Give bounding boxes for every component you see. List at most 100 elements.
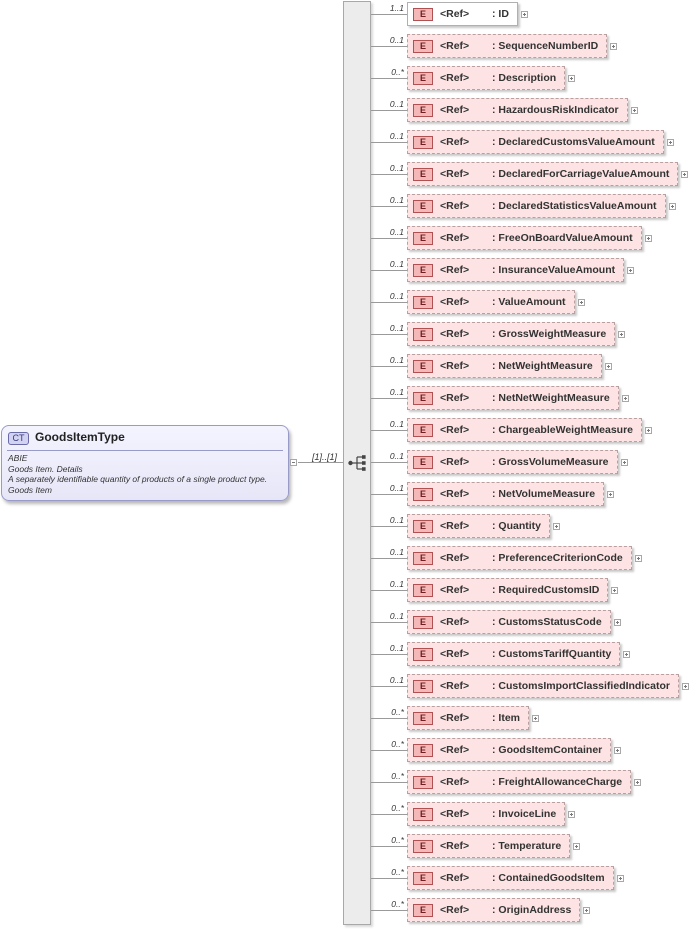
- element-badge: E: [413, 776, 433, 789]
- element-row[interactable]: E<Ref>: NetVolumeMeasure: [407, 482, 604, 506]
- expand-icon[interactable]: [645, 427, 652, 434]
- expand-icon[interactable]: [610, 43, 617, 50]
- element-badge: E: [413, 904, 433, 917]
- expand-icon[interactable]: [521, 11, 528, 18]
- element-ref-label: <Ref>: [440, 808, 470, 820]
- expand-icon[interactable]: [568, 75, 575, 82]
- element-badge: E: [413, 392, 433, 405]
- element-ref-label: <Ref>: [440, 136, 470, 148]
- row-connector-line: [371, 622, 407, 623]
- element-ref-label: <Ref>: [440, 584, 470, 596]
- element-row[interactable]: E<Ref>: DeclaredStatisticsValueAmount: [407, 194, 666, 218]
- row-connector-line: [371, 142, 407, 143]
- element-occurrence: 0..1: [389, 387, 404, 397]
- element-name: : RequiredCustomsID: [492, 584, 600, 596]
- expand-icon[interactable]: [578, 299, 585, 306]
- expand-icon[interactable]: [583, 907, 590, 914]
- element-ref-label: <Ref>: [440, 488, 470, 500]
- expand-icon[interactable]: [635, 555, 642, 562]
- element-occurrence: 0..1: [389, 195, 404, 205]
- expand-icon[interactable]: [634, 779, 641, 786]
- element-row[interactable]: E<Ref>: ValueAmount: [407, 290, 575, 314]
- expand-icon[interactable]: [631, 107, 638, 114]
- element-row[interactable]: E<Ref>: CustomsTariffQuantity: [407, 642, 620, 666]
- element-row[interactable]: E<Ref>: ID: [407, 2, 518, 26]
- element-row[interactable]: E<Ref>: PreferenceCriterionCode: [407, 546, 632, 570]
- row-connector-line: [371, 110, 407, 111]
- complex-type-box[interactable]: CT GoodsItemType ABIE Goods Item. Detail…: [1, 425, 289, 501]
- element-ref-label: <Ref>: [440, 680, 470, 692]
- row-connector-line: [371, 558, 407, 559]
- element-row[interactable]: E<Ref>: DeclaredCustomsValueAmount: [407, 130, 664, 154]
- element-name: : SequenceNumberID: [492, 40, 599, 52]
- element-row[interactable]: E<Ref>: SequenceNumberID: [407, 34, 607, 58]
- expand-icon[interactable]: [618, 331, 625, 338]
- expand-icon[interactable]: [532, 715, 539, 722]
- expand-icon[interactable]: [611, 587, 618, 594]
- expand-icon[interactable]: [627, 267, 634, 274]
- element-name: : PreferenceCriterionCode: [492, 552, 623, 564]
- expand-icon[interactable]: [621, 459, 628, 466]
- element-row[interactable]: E<Ref>: ChargeableWeightMeasure: [407, 418, 642, 442]
- expand-icon[interactable]: [669, 203, 676, 210]
- expand-icon[interactable]: [573, 843, 580, 850]
- element-row[interactable]: E<Ref>: FreeOnBoardValueAmount: [407, 226, 642, 250]
- row-connector-line: [371, 78, 407, 79]
- element-row[interactable]: E<Ref>: CustomsStatusCode: [407, 610, 611, 634]
- element-ref-label: <Ref>: [440, 328, 470, 340]
- element-ref-label: <Ref>: [440, 264, 470, 276]
- doc-line: Goods Item: [8, 484, 52, 495]
- element-ref-label: <Ref>: [440, 776, 470, 788]
- expand-icon[interactable]: [568, 811, 575, 818]
- element-row[interactable]: E<Ref>: FreightAllowanceCharge: [407, 770, 631, 794]
- element-row[interactable]: E<Ref>: CustomsImportClassifiedIndicator: [407, 674, 679, 698]
- element-badge: E: [413, 520, 433, 533]
- element-badge: E: [413, 808, 433, 821]
- element-name: : CustomsImportClassifiedIndicator: [492, 680, 670, 692]
- element-row[interactable]: E<Ref>: Item: [407, 706, 529, 730]
- element-row[interactable]: E<Ref>: OriginAddress: [407, 898, 580, 922]
- element-row[interactable]: E<Ref>: Temperature: [407, 834, 570, 858]
- element-occurrence: 0..1: [389, 451, 404, 461]
- element-row[interactable]: E<Ref>: GrossWeightMeasure: [407, 322, 615, 346]
- element-row[interactable]: E<Ref>: NetWeightMeasure: [407, 354, 602, 378]
- element-badge: E: [413, 8, 433, 21]
- element-occurrence: 0..1: [389, 419, 404, 429]
- expand-icon[interactable]: [681, 171, 688, 178]
- expand-icon[interactable]: [614, 619, 621, 626]
- element-row[interactable]: E<Ref>: DeclaredForCarriageValueAmount: [407, 162, 678, 186]
- element-row[interactable]: E<Ref>: InsuranceValueAmount: [407, 258, 624, 282]
- doc-line: Goods Item. Details: [8, 463, 83, 474]
- collapse-toggle-icon[interactable]: [290, 459, 297, 466]
- element-row[interactable]: E<Ref>: GoodsItemContainer: [407, 738, 611, 762]
- element-row[interactable]: E<Ref>: NetNetWeightMeasure: [407, 386, 619, 410]
- expand-icon[interactable]: [605, 363, 612, 370]
- element-row[interactable]: E<Ref>: RequiredCustomsID: [407, 578, 608, 602]
- element-occurrence: 0..1: [389, 99, 404, 109]
- expand-icon[interactable]: [667, 139, 674, 146]
- row-connector-line: [371, 750, 407, 751]
- expand-icon[interactable]: [682, 683, 689, 690]
- element-row[interactable]: E<Ref>: InvoiceLine: [407, 802, 565, 826]
- element-occurrence: 0..1: [389, 259, 404, 269]
- element-badge: E: [413, 840, 433, 853]
- expand-icon[interactable]: [623, 651, 630, 658]
- expand-icon[interactable]: [607, 491, 614, 498]
- element-badge: E: [413, 712, 433, 725]
- element-badge: E: [413, 360, 433, 373]
- expand-icon[interactable]: [614, 747, 621, 754]
- element-row[interactable]: E<Ref>: Description: [407, 66, 565, 90]
- element-name: : ValueAmount: [492, 296, 566, 308]
- expand-icon[interactable]: [645, 235, 652, 242]
- element-row[interactable]: E<Ref>: Quantity: [407, 514, 550, 538]
- element-name: : DeclaredStatisticsValueAmount: [492, 200, 657, 212]
- expand-icon[interactable]: [622, 395, 629, 402]
- element-occurrence: 0..*: [391, 707, 404, 717]
- element-ref-label: <Ref>: [440, 104, 470, 116]
- element-row[interactable]: E<Ref>: ContainedGoodsItem: [407, 866, 614, 890]
- expand-icon[interactable]: [553, 523, 560, 530]
- expand-icon[interactable]: [617, 875, 624, 882]
- element-row[interactable]: E<Ref>: HazardousRiskIndicator: [407, 98, 628, 122]
- element-name: : GrossWeightMeasure: [492, 328, 607, 340]
- element-row[interactable]: E<Ref>: GrossVolumeMeasure: [407, 450, 618, 474]
